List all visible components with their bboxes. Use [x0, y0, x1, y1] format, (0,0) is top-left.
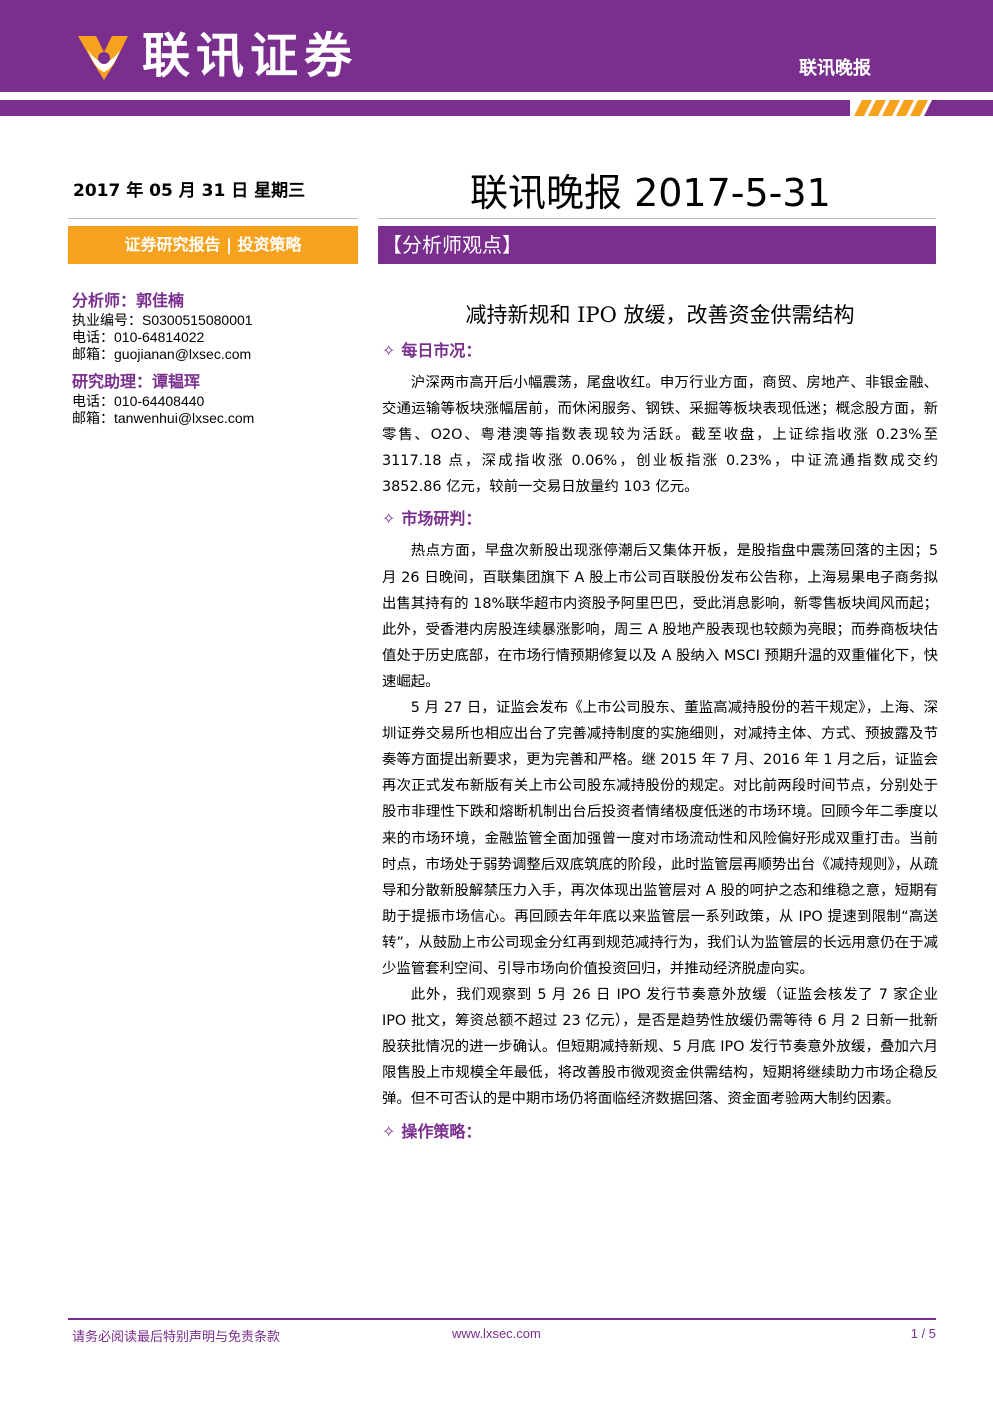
company-logo-icon — [78, 36, 128, 80]
paragraph: 此外，我们观察到 5 月 26 日 IPO 发行节奏意外放缓（证监会核发了 7 … — [382, 987, 938, 1108]
brand-name: 联讯证券 — [142, 28, 359, 84]
analyst-email: 邮箱：guojianan@lxsec.com — [72, 346, 252, 362]
diamond-bullet-icon: ✧ — [382, 1121, 396, 1141]
analyst-heading: 分析师：郭佳楠 — [72, 291, 185, 310]
footer-divider — [68, 1318, 936, 1320]
analyst-license: 执业编号：S0300515080001 — [72, 312, 253, 328]
diamond-bullet-icon: ✧ — [382, 509, 396, 529]
section-heading-market-outlook: ✧市场研判： — [382, 509, 482, 529]
header-stripe-decoration — [0, 100, 993, 116]
assistant-phone: 电话：010-64408440 — [72, 393, 205, 409]
article-body: 减持新规和 IPO 放缓，改善资金供需结构 ✧每日市况： 沪深两市高开后小幅震荡… — [382, 298, 938, 1147]
footer-website: www.lxsec.com — [452, 1326, 541, 1341]
divider — [68, 218, 358, 219]
report-date: 2017 年 05 月 31 日 星期三 — [73, 181, 306, 201]
assistant-email: 邮箱：tanwenhui@lxsec.com — [72, 410, 255, 426]
paragraph: 5 月 27 日，证监会发布《上市公司股东、董监高减持股份的若干规定》，上海、深… — [382, 700, 938, 977]
report-category-bar: 证券研究报告 | 投资策略 — [68, 226, 358, 264]
paragraph: 沪深两市高开后小幅震荡，尾盘收红。申万行业方面，商贸、房地产、非银金融、交通运输… — [382, 375, 938, 496]
page-number: 1 / 5 — [910, 1326, 936, 1341]
section-heading-daily-market: ✧每日市况： — [382, 341, 482, 360]
header-report-name: 联讯晚报 — [799, 58, 871, 79]
report-title: 联讯晚报 2017-5-31 — [470, 171, 831, 215]
analyst-sidebar: 分析师：郭佳楠 执业编号：S0300515080001 电话：010-64814… — [72, 290, 352, 427]
section-heading-strategy: ✧操作策略： — [382, 1121, 482, 1141]
article-title: 减持新规和 IPO 放缓，改善资金供需结构 — [465, 303, 855, 327]
footer-disclaimer: 请务必阅读最后特别声明与免责条款 — [72, 1330, 281, 1345]
diamond-bullet-icon: ✧ — [382, 341, 396, 360]
header-band: 联讯证券 联讯晚报 — [0, 0, 993, 92]
analyst-phone: 电话：010-64814022 — [72, 329, 205, 345]
divider — [378, 218, 936, 219]
paragraph: 热点方面，早盘次新股出现涨停潮后又集体开板，是股指盘中震荡回落的主因；5 月 2… — [382, 543, 938, 690]
assistant-heading: 研究助理：谭韫珲 — [72, 372, 201, 391]
analyst-view-bar: 【分析师观点】 — [378, 226, 936, 264]
